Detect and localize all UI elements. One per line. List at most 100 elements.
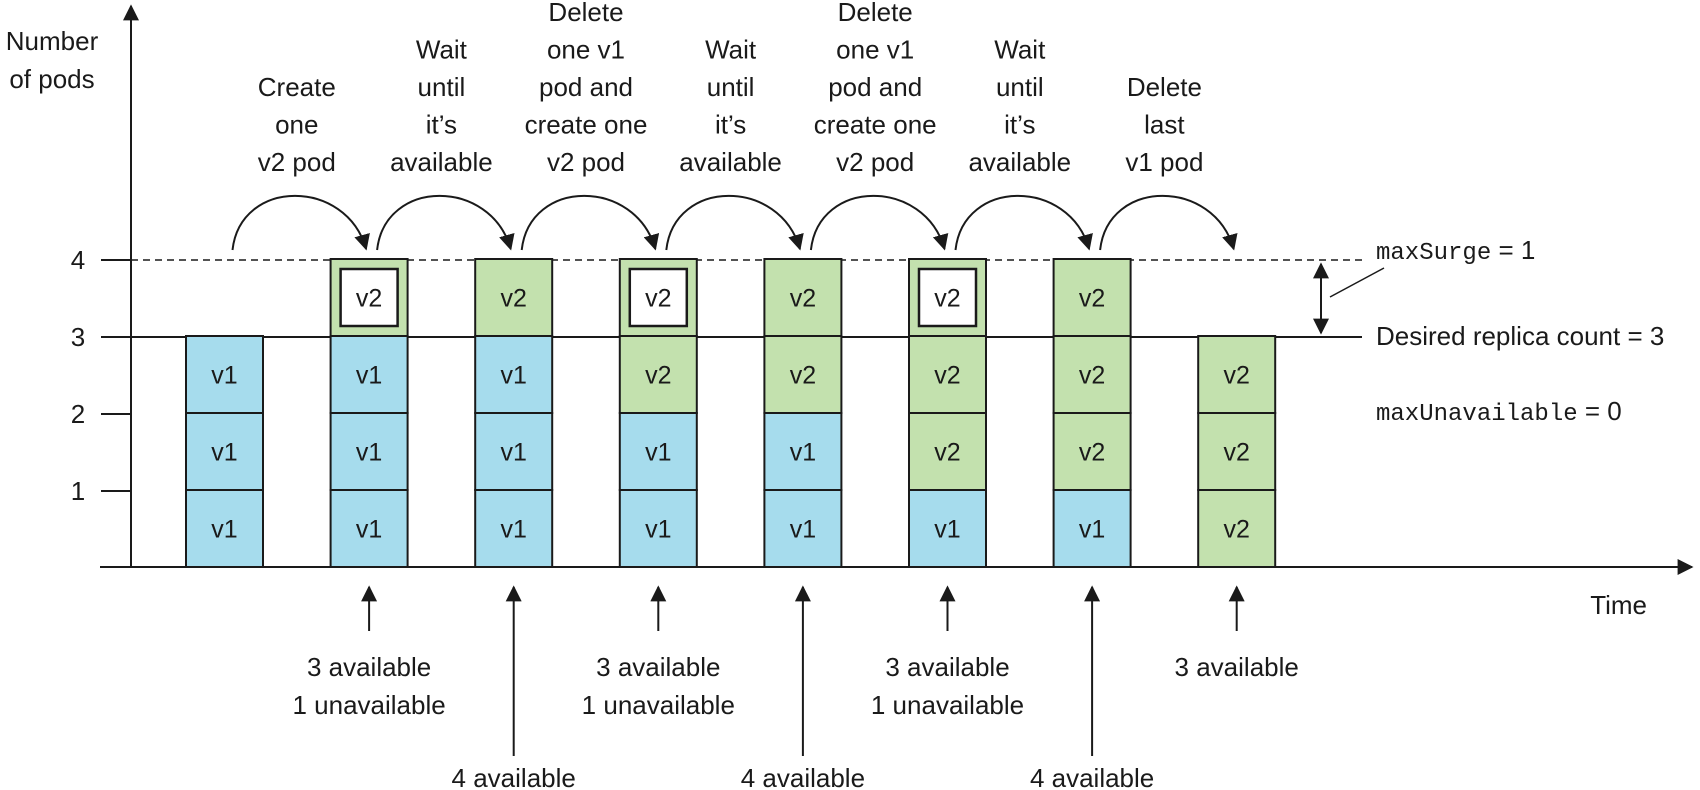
step-label-line: last [1144, 110, 1185, 140]
pod-cell-v1 [908, 489, 987, 568]
pod-label: v2 [356, 285, 382, 313]
pod-label: v1 [356, 362, 382, 390]
step-label-line: one v1 [836, 35, 914, 65]
step-label-line: one v1 [547, 35, 625, 65]
status-annotation: 3 available [1175, 585, 1299, 682]
max-surge-leader [1329, 267, 1385, 298]
step-label-line: it’s [426, 110, 457, 140]
pod-cell-v1 [185, 412, 264, 491]
y-tick-label-3: 3 [71, 322, 85, 352]
max-surge-value: = 1 [1491, 235, 1535, 265]
pod-cell-v2 [908, 335, 987, 414]
status-annotation: 3 available 1 unavailable [871, 585, 1024, 720]
pod-cell-v1 [763, 489, 843, 568]
step-label-line: v2 pod [258, 147, 336, 177]
unavailable-pod-box [628, 267, 689, 328]
pod-label: v1 [790, 516, 816, 544]
step-label-line: available [390, 147, 493, 177]
max-unavailable-code: maxUnavailable [1376, 401, 1578, 428]
unavailable-pod-box [917, 267, 978, 328]
pod-label: v2 [934, 285, 960, 313]
status-text: 3 available [307, 652, 431, 682]
pod-label: v1 [645, 439, 671, 467]
step-arrow [665, 194, 804, 251]
pod-label: v2 [934, 439, 960, 467]
pod-label: v1 [211, 516, 237, 544]
status-text: 1 unavailable [292, 690, 445, 720]
step-label-line: until [418, 72, 466, 102]
pod-cell-v1 [763, 412, 843, 491]
status-annotation: 4 available [741, 585, 865, 790]
step-label-line: available [968, 147, 1071, 177]
y-axis-title-line1: Number [6, 26, 99, 56]
step-label-line: Wait [416, 35, 468, 65]
pod-label: v1 [211, 362, 237, 390]
step-arrow [520, 194, 660, 251]
pod-label: v2 [500, 285, 526, 313]
step-label-line: it’s [715, 110, 746, 140]
pod-label: v1 [790, 439, 816, 467]
status-annotation: 4 available [1030, 585, 1154, 790]
pod-label: v1 [500, 439, 526, 467]
status-annotation: 4 available [452, 585, 576, 790]
pod-label: v1 [1079, 516, 1105, 544]
pod-cell-v2 [763, 335, 843, 414]
status-text: 1 unavailable [871, 690, 1024, 720]
pod-cell-v1 [474, 412, 554, 491]
pod-cell-v2 [763, 258, 843, 337]
pod-label: v2 [645, 285, 671, 313]
max-surge-code: maxSurge [1376, 240, 1491, 267]
step-label-line: Delete [838, 0, 913, 27]
step-label-line: Wait [705, 35, 757, 65]
max-unavailable-label: maxUnavailable = 0 [1376, 396, 1622, 428]
pod-label: v2 [934, 362, 960, 390]
status-text: 3 available [1175, 652, 1299, 682]
status-text: 3 available [885, 652, 1009, 682]
step-label-line: pod and [539, 72, 633, 102]
pod-cell-v2 [1052, 335, 1132, 414]
status-text: 1 unavailable [582, 690, 735, 720]
pod-cell-v2 [1052, 412, 1132, 491]
step-label-line: create one [814, 110, 937, 140]
step-label-line: available [679, 147, 782, 177]
pod-cell-v1 [474, 489, 554, 568]
status-text: 3 available [596, 652, 720, 682]
pod-label: v2 [1079, 362, 1105, 390]
pod-label: v1 [500, 362, 526, 390]
step-label-line: one [275, 110, 318, 140]
x-axis-title: Time [1590, 590, 1647, 620]
step-label-line: Delete [1127, 72, 1202, 102]
pod-label: v1 [500, 516, 526, 544]
step-label: Wait until it’s available [390, 35, 493, 178]
step-label-line: until [707, 72, 755, 102]
y-axis-title-line2: of pods [9, 64, 94, 94]
pod-label: v2 [790, 285, 816, 313]
pod-label: v2 [1079, 439, 1105, 467]
step-label-line: create one [525, 110, 648, 140]
step-arrow [809, 194, 949, 251]
pod-cell-v1 [185, 335, 264, 414]
step-label-line: v2 pod [836, 147, 914, 177]
y-tick-label-4: 4 [71, 245, 85, 275]
status-text: 4 available [1030, 763, 1154, 790]
step-arrow [954, 194, 1093, 251]
status-text: 4 available [452, 763, 576, 790]
y-tick-label-1: 1 [71, 476, 85, 506]
pod-label: v2 [1079, 285, 1105, 313]
step-label-line: until [996, 72, 1044, 102]
pod-columns: v1v1v1v1v1v1v2v1v1v1v2v1v1v2v2v1v1v2v2v1… [185, 258, 1277, 568]
step-label-line: v2 pod [547, 147, 625, 177]
pod-cell-v1 [618, 412, 698, 491]
